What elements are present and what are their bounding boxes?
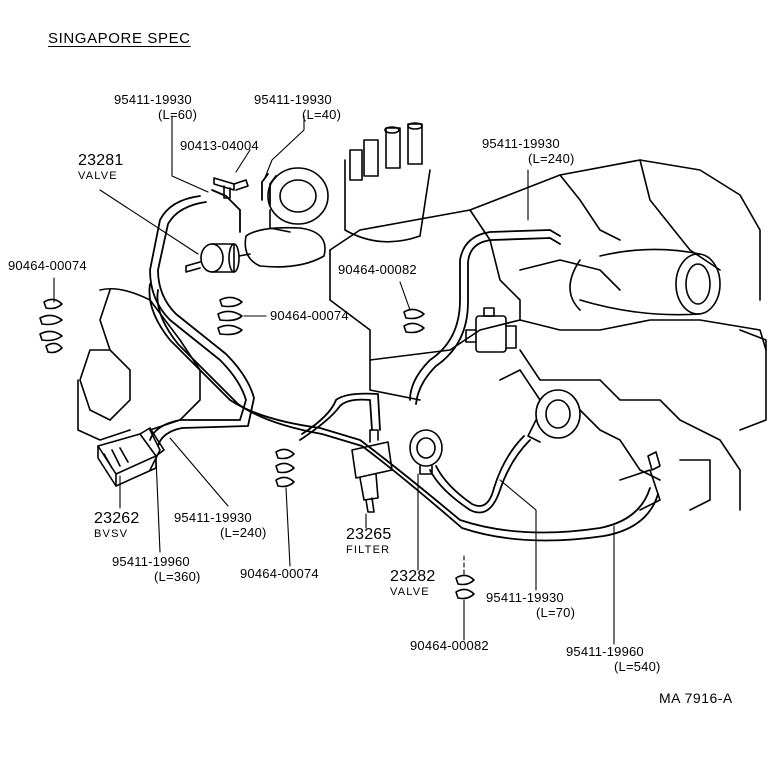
throttle-body bbox=[569, 248, 721, 316]
vsv-right bbox=[527, 389, 581, 443]
label-union-90413-04004: 90413-04004 bbox=[180, 138, 259, 153]
intake-housing-left bbox=[77, 287, 201, 471]
label-clip-90464-00074-lower: 90464-00074 bbox=[240, 566, 319, 581]
label-hose-95411-19930-l40: 95411-19930 (L=40) bbox=[254, 92, 342, 122]
vsv-center bbox=[465, 307, 517, 353]
distributor bbox=[344, 122, 431, 243]
label-hose-95411-19930-l60: 95411-19930 (L=60) bbox=[114, 92, 198, 122]
vacuum-hoses bbox=[148, 173, 659, 542]
label-clip-90464-00082-lower: 90464-00082 bbox=[410, 638, 489, 653]
filter-part bbox=[351, 429, 393, 513]
valve-23282-part bbox=[409, 429, 443, 475]
label-hose-95411-19930-l240-lower: 95411-19930 (L=240) bbox=[174, 510, 267, 540]
label-filter-23265: 23265 FILTER bbox=[346, 526, 392, 556]
diagram-title: SINGAPORE SPEC bbox=[48, 30, 191, 47]
label-clip-90464-00082-upper: 90464-00082 bbox=[338, 262, 417, 277]
drawing-reference-number: MA 7916-A bbox=[659, 690, 733, 706]
label-clip-90464-00074-middle: 90464-00074 bbox=[270, 308, 349, 323]
label-valve-23282: 23282 VALVE bbox=[390, 568, 436, 598]
label-bvsv-23262: 23262 BVSV bbox=[94, 510, 140, 540]
union-part bbox=[213, 177, 249, 199]
label-clip-90464-00074-left: 90464-00074 bbox=[8, 258, 87, 273]
label-hose-95411-19960-l360: 95411-19960 (L=360) bbox=[112, 554, 201, 584]
label-hose-95411-19930-l70: 95411-19930 (L=70) bbox=[486, 590, 576, 620]
engine-block bbox=[329, 159, 767, 511]
valve-23281-part bbox=[185, 243, 251, 273]
leader-lines bbox=[53, 115, 615, 645]
label-valve-23281: 23281 VALVE bbox=[78, 152, 124, 182]
label-hose-95411-19960-l540: 95411-19960 (L=540) bbox=[566, 644, 661, 674]
label-hose-95411-19930-l240-right: 95411-19930 (L=240) bbox=[482, 136, 575, 166]
vacuum-canister bbox=[244, 167, 329, 268]
